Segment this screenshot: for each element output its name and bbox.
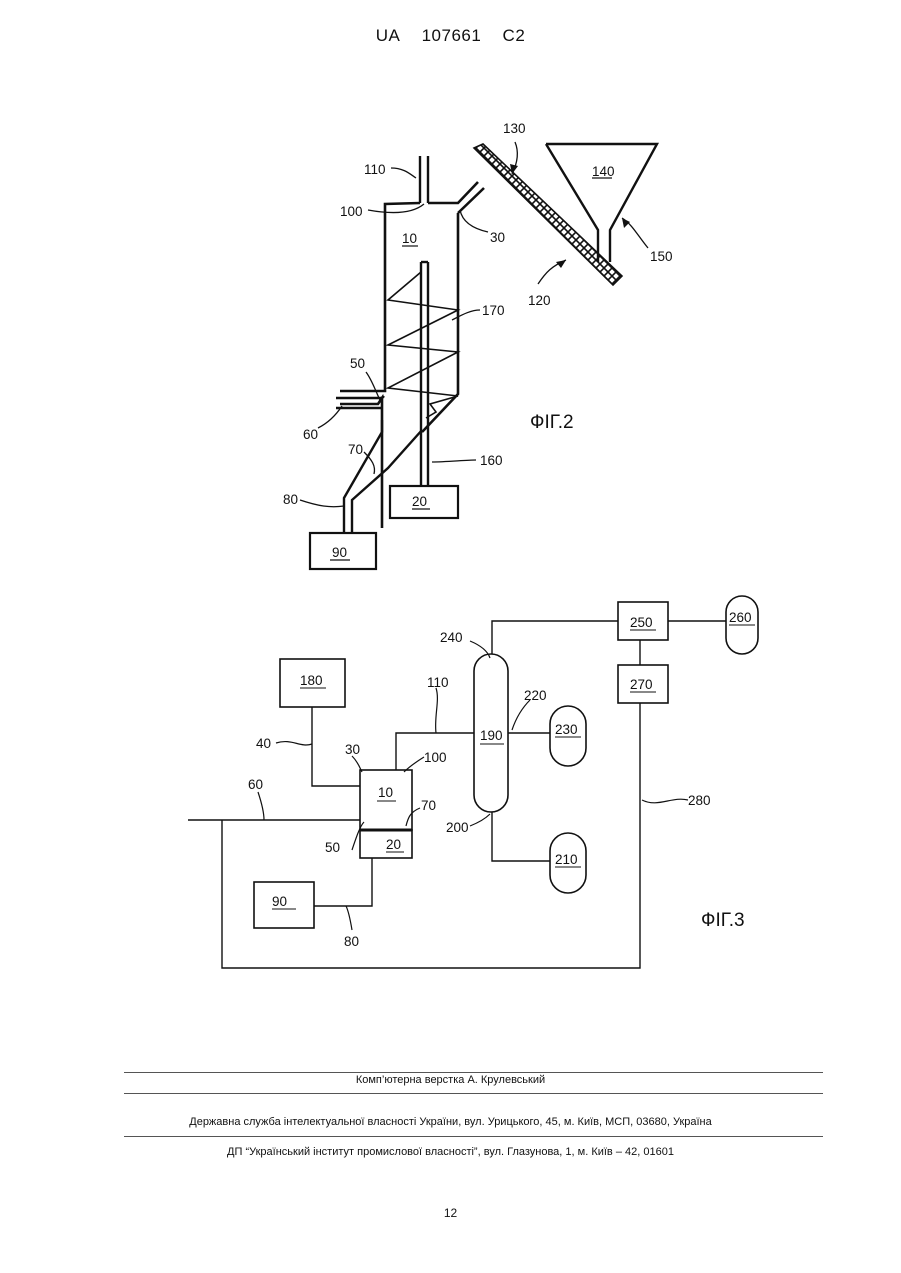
footer-agency: Державна служба інтелектуальної власност… [0, 1116, 901, 1128]
footer-rule-bottom [124, 1136, 823, 1137]
footer-rule-top [124, 1072, 823, 1073]
footer-publisher: ДП “Український інститут промислової вла… [0, 1146, 901, 1158]
label-10: 10 [378, 785, 393, 800]
label-30: 30 [345, 742, 360, 757]
label-240: 240 [440, 630, 463, 645]
label-230: 230 [555, 722, 578, 737]
page-number: 12 [0, 1206, 901, 1220]
label-110: 110 [427, 675, 449, 690]
box-10 [360, 770, 412, 830]
figure-3-diagram: 180 40 30 110 100 10 60 70 50 20 90 80 1… [0, 0, 901, 1000]
label-70: 70 [421, 798, 436, 813]
label-20: 20 [386, 837, 401, 852]
label-180: 180 [300, 673, 323, 688]
label-200: 200 [446, 820, 469, 835]
label-250: 250 [630, 615, 653, 630]
label-50: 50 [325, 840, 340, 855]
label-100: 100 [424, 750, 447, 765]
label-260: 260 [729, 610, 752, 625]
label-270: 270 [630, 677, 653, 692]
footer-layout-credit: Комп’ютерна верстка А. Крулевський [0, 1074, 901, 1086]
label-60: 60 [248, 777, 263, 792]
label-190: 190 [480, 728, 503, 743]
label-280: 280 [688, 793, 711, 808]
label-220: 220 [524, 688, 547, 703]
label-80: 80 [344, 934, 359, 949]
label-90: 90 [272, 894, 287, 909]
label-40: 40 [256, 736, 271, 751]
figure-3-title: ФІГ.3 [701, 910, 745, 931]
footer-rule-middle [124, 1093, 823, 1094]
label-210: 210 [555, 852, 578, 867]
